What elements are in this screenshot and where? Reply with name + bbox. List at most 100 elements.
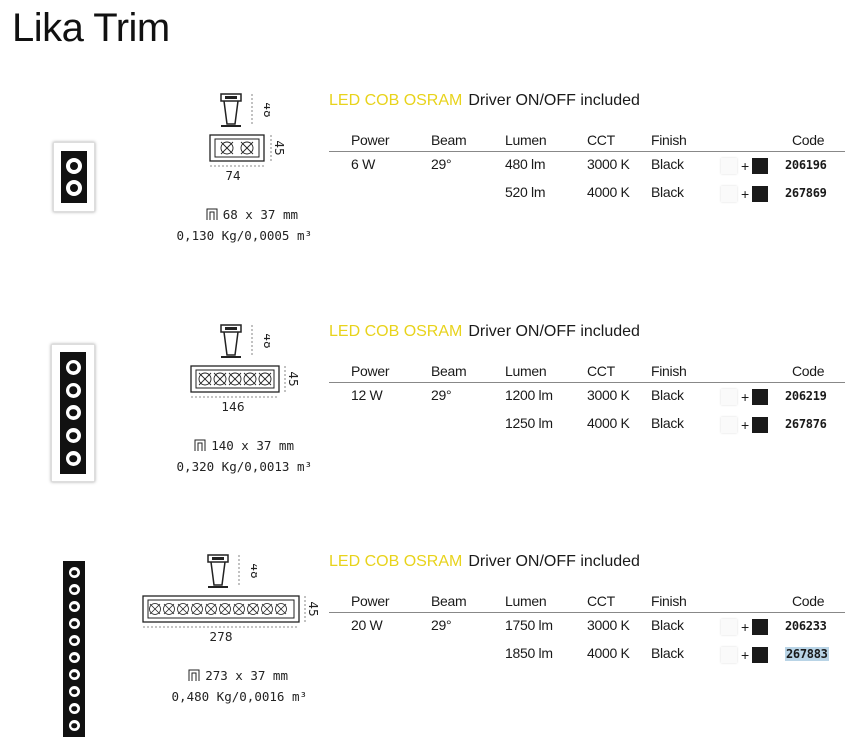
col-code: Code: [792, 363, 825, 379]
col-beam: Beam: [431, 363, 467, 379]
cutout-size: 273 x 37 mm: [188, 668, 288, 683]
black-swatch: [751, 619, 768, 635]
col-cct: CCT: [587, 593, 615, 609]
col-finish: Finish: [651, 132, 687, 148]
front-view-icon: 45 146: [190, 365, 300, 414]
product-code[interactable]: 267876: [785, 417, 827, 431]
white-swatch: [721, 158, 737, 174]
product-code-selected[interactable]: 267883: [785, 647, 829, 661]
product-photo: [51, 344, 95, 482]
dim-depth: 45: [286, 371, 300, 386]
spec-table: Power Beam Lumen CCT Finish Code 12 W 29…: [329, 359, 845, 439]
product-block-1: 48 45 74 68 x 37 mm 0,130 Kg/0,0005 m³ L…: [0, 0, 845, 243]
product-code[interactable]: 206233: [785, 619, 827, 633]
headline-text: Driver ON/OFF included: [468, 553, 640, 570]
led-module: [68, 669, 80, 680]
col-beam: Beam: [431, 593, 467, 609]
side-view-icon: 48: [220, 324, 270, 358]
product-code[interactable]: 267869: [785, 186, 827, 200]
black-swatch: [751, 186, 768, 202]
dim-length: 74: [225, 169, 240, 183]
col-code: Code: [792, 593, 825, 609]
finish-swatches: +: [721, 619, 768, 635]
headline-accent: LED COB OSRAM: [329, 92, 463, 109]
led-module: [66, 157, 82, 174]
led-module: [68, 601, 80, 612]
led-module: [68, 652, 80, 663]
col-beam: Beam: [431, 132, 467, 148]
led-module: [65, 428, 81, 444]
finish-swatches: +: [721, 647, 768, 663]
weight-volume: 0,320 Kg/0,0013 m³: [176, 459, 312, 474]
led-module: [68, 703, 80, 714]
led-module: [68, 567, 80, 578]
white-swatch: [721, 186, 737, 202]
led-module: [65, 359, 81, 375]
product-headline: LED COB OSRAM Driver ON/OFF included: [329, 92, 640, 110]
col-cct: CCT: [587, 363, 615, 379]
table-row: 6 W 29° 480 lm 3000 K Black + 206196: [351, 156, 827, 174]
white-swatch: [721, 417, 737, 433]
weight-volume: 0,130 Kg/0,0005 m³: [176, 228, 312, 243]
headline-accent: LED COB OSRAM: [329, 323, 463, 340]
product-headline: LED COB OSRAM Driver ON/OFF included: [329, 323, 640, 341]
black-swatch: [751, 647, 768, 663]
led-module: [65, 405, 81, 421]
black-swatch: [751, 417, 768, 433]
headline-text: Driver ON/OFF included: [468, 92, 640, 109]
finish-swatches: +: [721, 389, 768, 405]
col-lumen: Lumen: [505, 593, 547, 609]
black-swatch: [751, 158, 768, 174]
table-row: 20 W 29° 1750 lm 3000 K Black + 206233: [351, 617, 827, 635]
weight-volume: 0,480 Kg/0,0016 m³: [171, 689, 307, 704]
dim-height: 48: [261, 102, 270, 117]
product-code[interactable]: 206196: [785, 158, 827, 172]
cutout-icon: [188, 669, 200, 681]
col-power: Power: [351, 132, 390, 148]
front-view-icon: 45 74: [209, 134, 285, 183]
black-swatch: [751, 389, 768, 405]
led-module: [68, 720, 80, 731]
dim-depth: 45: [272, 140, 285, 155]
side-view-icon: 48: [207, 554, 257, 588]
spec-table: Power Beam Lumen CCT Finish Code 6 W 29°…: [329, 128, 845, 208]
product-block-3: 48 45 278 273 x 37 mm 0,480 Kg/0,0016 m³…: [0, 461, 845, 737]
table-row: 1250 lm 4000 K Black + 267876: [505, 415, 827, 433]
product-code[interactable]: 206219: [785, 389, 827, 403]
table-row: 520 lm 4000 K Black + 267869: [505, 184, 827, 202]
col-lumen: Lumen: [505, 363, 547, 379]
col-power: Power: [351, 363, 390, 379]
spec-header: Power Beam Lumen CCT Finish Code: [329, 128, 845, 152]
led-module: [66, 180, 82, 197]
table-row: 1850 lm 4000 K Black + 267883: [505, 645, 829, 663]
dim-length: 146: [222, 400, 245, 414]
table-row: 12 W 29° 1200 lm 3000 K Black + 206219: [351, 387, 827, 405]
white-swatch: [721, 619, 737, 635]
dim-height: 48: [248, 563, 257, 578]
white-swatch: [721, 389, 737, 405]
headline-accent: LED COB OSRAM: [329, 553, 463, 570]
finish-swatches: +: [721, 186, 768, 202]
col-power: Power: [351, 593, 390, 609]
dim-length: 278: [210, 630, 233, 644]
headline-text: Driver ON/OFF included: [468, 323, 640, 340]
front-view-icon: 45 278: [142, 595, 320, 644]
side-view-icon: 48: [220, 93, 270, 127]
col-code: Code: [792, 132, 825, 148]
led-module: [65, 382, 81, 398]
led-module: [68, 635, 80, 646]
col-lumen: Lumen: [505, 132, 547, 148]
dim-depth: 45: [306, 601, 320, 616]
col-cct: CCT: [587, 132, 615, 148]
led-module: [68, 686, 80, 697]
spec-header: Power Beam Lumen CCT Finish Code: [329, 359, 845, 383]
cutout-size: 68 x 37 mm: [206, 207, 298, 222]
product-photo: [53, 142, 95, 212]
spec-header: Power Beam Lumen CCT Finish Code: [329, 589, 845, 613]
led-module: [68, 618, 80, 629]
col-finish: Finish: [651, 593, 687, 609]
cutout-icon: [206, 208, 218, 220]
cutout-icon: [194, 439, 206, 451]
led-module: [65, 451, 81, 467]
col-finish: Finish: [651, 363, 687, 379]
